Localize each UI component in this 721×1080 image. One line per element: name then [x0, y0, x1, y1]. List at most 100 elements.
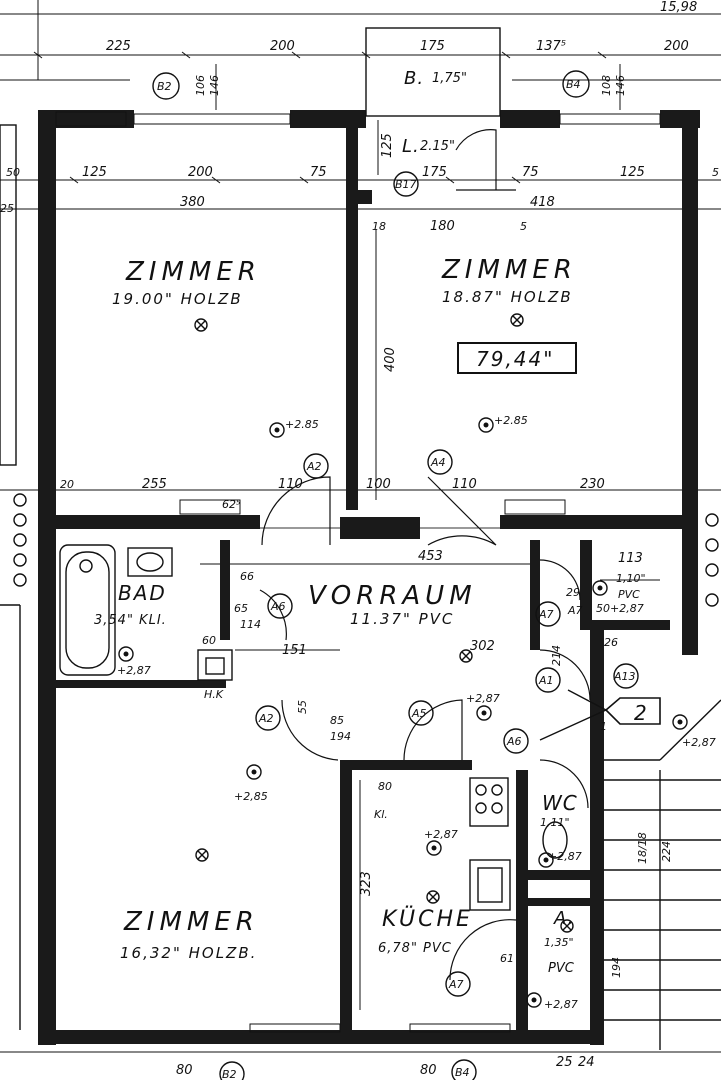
dim-bottom-3: 25 [556, 1055, 573, 1070]
height-marker-symbols [118, 417, 688, 1008]
dim-29: 29 [566, 586, 580, 599]
door-tag-3: A6 [270, 600, 286, 613]
fixtures [13, 493, 721, 1050]
door-tag-1: A2 [306, 460, 322, 473]
dim-row2-2: 200 [188, 165, 213, 180]
dim-61: 61 [500, 952, 514, 965]
dim-60: 60 [202, 634, 216, 647]
door-tag-10: A13 [613, 670, 636, 683]
room-area-vorraum: 11.37" PVC [350, 610, 454, 628]
dim-125-vertical: 125 [380, 133, 395, 158]
dim-5: 5 [520, 220, 527, 233]
dim-top-total: 15,98 [660, 0, 697, 15]
dim-mid-2: 110 [278, 477, 303, 492]
dim-66: 66 [240, 570, 254, 583]
stair-number: 2 [634, 701, 647, 725]
room-name-zimmer-top-left: ZIMMER [125, 257, 261, 287]
dim-214: 214 [550, 645, 563, 666]
height-1: +2.85 [285, 418, 319, 431]
room-floor-abstell: PVC [548, 961, 575, 976]
dim-top-4: 137⁵ [536, 39, 566, 54]
dim-55: 55 [296, 700, 309, 714]
height-4: +2,87 [466, 692, 500, 705]
room-floor-closet-right: PVC [618, 588, 640, 601]
room-area-closet-right: 1,10" [616, 572, 646, 585]
label-hk: H.K [204, 688, 224, 701]
room-area-zimmer-top-left: 19.00" HOLZB [112, 290, 243, 308]
side-tag-left-mid: 25 [0, 202, 14, 215]
dim-106-left: 106 [194, 75, 207, 96]
room-area-abstell: 1,35" [544, 936, 574, 949]
dim-151: 151 [282, 643, 307, 658]
total-area-box [457, 342, 577, 374]
dim-top-3: 175 [420, 39, 445, 54]
dim-65: 65 [234, 602, 248, 615]
dim-bottom-2: 80 [420, 1063, 437, 1078]
door-tag-4: A2 [258, 712, 274, 725]
height-9: +2,87 [548, 850, 582, 863]
room-name-zimmer-bottom: ZIMMER [123, 907, 259, 937]
hatched-walls [55, 111, 661, 1033]
window-tag-2: B4 [566, 78, 581, 91]
light-fixtures [194, 313, 574, 933]
door-tag-8: A6 [506, 735, 522, 748]
room-area-balkon: 1,75" [432, 71, 467, 86]
room-name-zimmer-top-right: ZIMMER [441, 255, 577, 285]
room-area-zimmer-top-right: 18.87" HOLZB [442, 288, 573, 306]
height-3: +2,87 [117, 664, 151, 677]
side-tag-left-top: 50 [6, 166, 20, 179]
room-name-vorraum: VORRAUM [308, 581, 477, 611]
dim-62: 62⁵ [222, 498, 240, 511]
dim-mid-4: 110 [452, 477, 477, 492]
dim-50: 50 [596, 602, 610, 615]
dim-top-5: 200 [664, 39, 689, 54]
door-tag-6: A7 [538, 608, 554, 621]
height-2: +2.85 [494, 414, 528, 427]
dim-bottom-1: 80 [176, 1063, 193, 1078]
window-tag-3: B17 [395, 178, 417, 191]
room-name-kueche: KÜCHE [382, 906, 473, 932]
dim-20: 20 [60, 478, 74, 491]
room-area-zimmer-bottom: 16,32" HOLZB. [120, 944, 257, 962]
door-tag-9: A7 [448, 978, 464, 991]
dim-mid-3: 100 [366, 477, 391, 492]
dim-row3-2: 418 [530, 195, 555, 210]
room-name-bad: BAD [118, 581, 167, 605]
door-tag-2: A4 [430, 456, 446, 469]
dim-row2-1: 125 [82, 165, 107, 180]
room-name-balkon: B. [404, 68, 424, 89]
room-area-kueche: 6,78" PVC [378, 941, 452, 956]
dim-146-right: 146 [614, 75, 627, 96]
dim-113: 113 [618, 551, 643, 566]
height-8: +2,87 [682, 736, 716, 749]
tag-circles [152, 70, 639, 1080]
room-name-abstell: A. [553, 908, 574, 929]
dim-85: 85 [330, 714, 344, 727]
dim-top-2: 200 [270, 39, 295, 54]
dim-108-right: 108 [600, 75, 613, 96]
door-tag-7: A1 [538, 674, 554, 687]
room-area-wc: 1,11" [540, 816, 570, 829]
height-10: +2,87 [544, 998, 578, 1011]
dim-302: 302 [470, 639, 495, 654]
dim-row2-5: 75 [522, 165, 539, 180]
dim-bottom-4: 24 [578, 1055, 595, 1070]
dim-180: 180 [430, 219, 455, 234]
side-tag-right-top: 5 [712, 166, 719, 179]
dim-224: 224 [660, 841, 673, 862]
door-tag-5: A5 [411, 707, 427, 720]
dim-400-vertical: 400 [383, 347, 398, 372]
room-area-loggia: 2.15" [420, 139, 455, 154]
dim-18: 18 [372, 220, 386, 233]
dim-80: 80 [378, 780, 392, 793]
dim-row2-4: 175 [422, 165, 447, 180]
height-7: +2,87 [610, 602, 644, 615]
window-tag-4: B2 [222, 1068, 237, 1080]
dim-mid-5: 230 [580, 477, 605, 492]
dim-194b: 194 [610, 957, 623, 978]
dim-323-vertical: 323 [359, 871, 374, 896]
door-swings [259, 129, 591, 981]
label-kl: Kl. [374, 808, 388, 821]
dim-194: 194 [330, 730, 351, 743]
